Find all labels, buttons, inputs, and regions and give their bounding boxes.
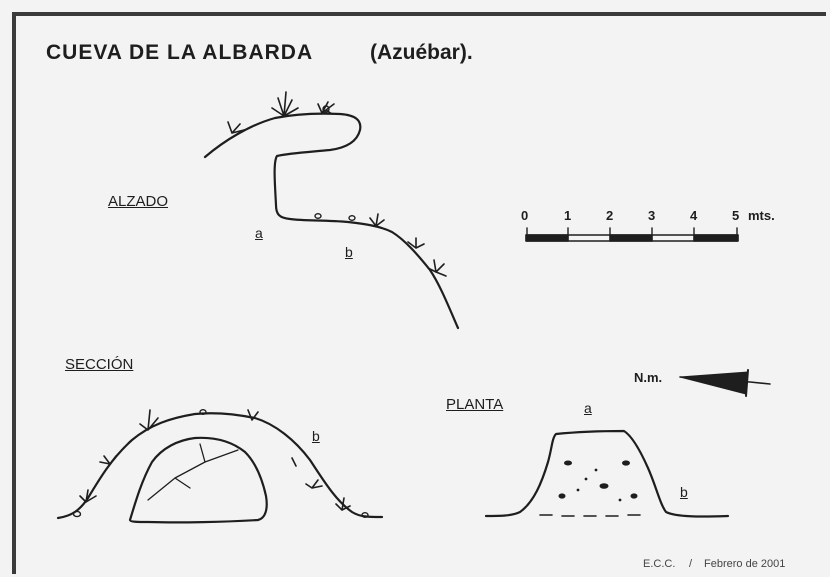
scale-tick-1: 1: [564, 208, 572, 223]
seccion-profile: [56, 409, 384, 524]
credit-author: E.C.C.: [643, 558, 676, 570]
cave-location: (Azuébar).: [370, 41, 473, 64]
alzado-point-a: a: [255, 225, 263, 241]
credit-date: Febrero de 2001: [704, 558, 786, 570]
scale-tick-0: 0: [521, 208, 529, 223]
scale-tick-4: 4: [690, 208, 698, 223]
scale-tick-2: 2: [606, 208, 614, 223]
north-label: N.m.: [634, 370, 663, 385]
alzado-profile: [203, 91, 460, 330]
scale-tick-3: 3: [648, 208, 656, 223]
scale-unit: mts.: [748, 208, 775, 223]
planta-point-a: a: [584, 400, 592, 416]
planta-profile: [484, 429, 730, 518]
alzado-point-b: b: [345, 244, 353, 260]
north-arrow-icon: [679, 369, 771, 397]
label-alzado: ALZADO: [108, 193, 169, 210]
label-seccion: SECCIÓN: [65, 356, 134, 373]
label-planta: PLANTA: [446, 396, 504, 413]
planta-point-b: b: [680, 484, 688, 500]
credit-separator: /: [689, 558, 693, 570]
seccion-point-b: b: [312, 428, 320, 444]
cave-title: CUEVA DE LA ALBARDA: [46, 41, 314, 64]
sheet-border: [12, 12, 826, 574]
scale-bar: [525, 227, 739, 242]
scale-tick-5: 5: [732, 208, 740, 223]
